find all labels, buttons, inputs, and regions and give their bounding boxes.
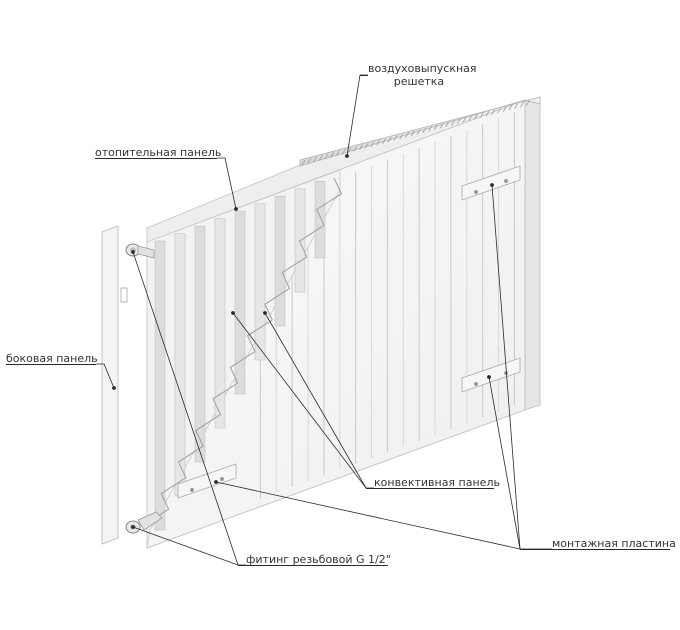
grille-slot: [301, 159, 306, 166]
bottom-fitting: [125, 511, 163, 534]
grille-slot: [479, 112, 484, 118]
underline-air-grille: [360, 75, 368, 76]
label-fitting: фитинг резьбовой G 1/2": [246, 553, 391, 566]
top-fitting: [125, 243, 155, 259]
grille-slot: [474, 114, 478, 120]
grille-slot: [324, 153, 329, 160]
underline-heating-panel: [95, 158, 217, 159]
air-grille-slots: [301, 100, 530, 166]
label-side-panel: боковая панель: [6, 352, 98, 365]
grille-slot: [485, 110, 490, 117]
convector-fin: [274, 195, 286, 327]
convector-fin: [214, 218, 226, 429]
leader-convective-2: [264, 312, 367, 489]
grille-slot: [336, 150, 340, 157]
grille-slot: [491, 109, 496, 115]
leader-heating-panel: [217, 157, 237, 210]
grille-slot: [370, 141, 375, 147]
underline-convective-panel: [366, 488, 494, 489]
underline-fitting: [238, 565, 388, 566]
side-panel: [101, 225, 119, 545]
grille-slot: [416, 129, 421, 135]
air-grille: [299, 96, 541, 167]
mounting-plate-top: [461, 165, 521, 201]
grille-slot: [497, 107, 501, 114]
label-convective-panel: конвективная панель: [374, 476, 500, 489]
grille-slot: [313, 156, 317, 163]
leader-side-panel: [96, 363, 115, 389]
grille-slot: [382, 138, 386, 144]
grille-slot: [525, 100, 530, 106]
grille-slot: [433, 124, 438, 131]
leader-fitting-2: [132, 526, 239, 566]
label-mounting-plate: монтажная пластина: [552, 537, 676, 550]
convector-fin: [154, 240, 166, 531]
grille-slot: [364, 143, 369, 149]
side-panel-slot: [120, 287, 128, 303]
grille-slot: [514, 103, 519, 109]
grille-slot: [330, 152, 335, 158]
convector-fin: [174, 233, 186, 497]
underline-mounting-plate: [520, 549, 670, 550]
convector-fin: [314, 181, 326, 259]
grille-slot: [502, 106, 507, 112]
grille-slot: [341, 149, 346, 155]
label-air-grille-line2: решетка: [393, 75, 445, 88]
grille-slot: [439, 123, 444, 129]
grille-slot: [318, 155, 323, 161]
grille-slot: [405, 132, 409, 138]
convective-zigzag: [143, 177, 343, 526]
label-heating-panel: отопительная панель: [95, 146, 222, 159]
label-air-grille-line1: воздуховыпускная: [368, 62, 477, 75]
convector-fin: [194, 225, 206, 463]
grille-slot: [428, 126, 432, 132]
front-grooves: [259, 111, 515, 499]
grille-slot: [422, 127, 427, 134]
label-air-grille: воздуховыпускная решетка: [368, 62, 477, 88]
radiator-right-edge: [524, 99, 541, 411]
leader-mounting-3: [215, 481, 521, 550]
grille-slot: [410, 130, 415, 137]
convector-fin: [254, 203, 266, 361]
grille-slot: [307, 158, 312, 164]
grille-slot: [387, 136, 392, 143]
grille-slot: [451, 120, 455, 126]
mounting-plate-left: [177, 463, 237, 499]
grille-slot: [468, 115, 473, 121]
grille-slot: [359, 144, 363, 150]
grille-slot: [347, 147, 352, 154]
underline-side-panel: [6, 364, 96, 365]
leader-mounting-2: [488, 376, 521, 550]
grille-slot: [393, 135, 398, 141]
grille-slot: [456, 118, 461, 125]
grille-slot: [376, 139, 381, 146]
convector-fin: [234, 210, 246, 395]
grille-slot: [353, 146, 358, 152]
grille-slot: [462, 117, 467, 123]
mounting-plate-bottom: [461, 357, 521, 393]
grille-slot: [445, 121, 450, 128]
grille-slot: [399, 133, 404, 140]
grille-slot: [508, 104, 513, 111]
grille-slot: [520, 101, 524, 108]
